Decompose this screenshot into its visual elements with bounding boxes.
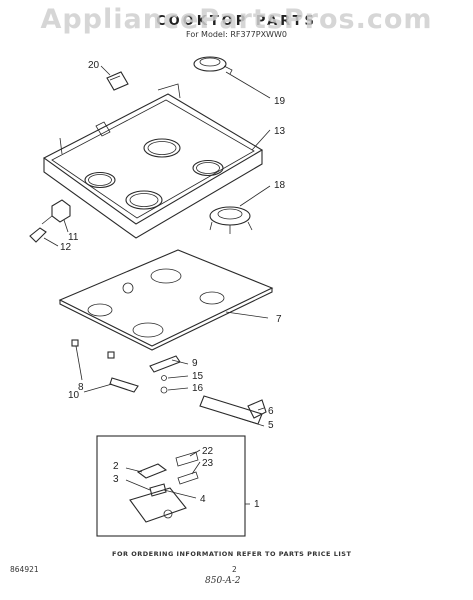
callout-12: 12 bbox=[60, 242, 72, 253]
part-20-shape bbox=[106, 71, 129, 91]
callout-16: 16 bbox=[192, 383, 204, 394]
page-number: 2 bbox=[232, 565, 237, 574]
burner-box-panel bbox=[58, 249, 274, 351]
callout-15: 15 bbox=[192, 371, 204, 382]
handwritten-mark: 850-A-2 bbox=[205, 576, 241, 586]
burner-18-shape bbox=[209, 206, 253, 234]
callout-8: 8 bbox=[78, 382, 84, 393]
callout-22: 22 bbox=[202, 446, 214, 457]
ordering-note: FOR ORDERING INFORMATION REFER TO PARTS … bbox=[112, 550, 352, 558]
callout-19: 19 bbox=[274, 96, 286, 107]
parts-11-12-shape bbox=[29, 199, 71, 243]
callout-labels: 20 19 13 18 11 12 7 9 8 15 16 10 6 5 22 … bbox=[60, 60, 286, 510]
burner-19-shape bbox=[193, 56, 233, 75]
callout-9: 9 bbox=[192, 358, 198, 369]
callout-2: 2 bbox=[113, 461, 119, 472]
model-line: For Model: RF377PXWW0 bbox=[186, 30, 287, 39]
brackets-8-9-10-15-16 bbox=[71, 339, 181, 394]
callout-23: 23 bbox=[202, 458, 214, 469]
callout-7: 7 bbox=[276, 314, 282, 325]
watermark-text: AppliancePartsPros.com bbox=[40, 4, 433, 35]
valve-assembly-inset bbox=[96, 435, 246, 537]
callout-6: 6 bbox=[268, 406, 274, 417]
callout-18: 18 bbox=[274, 180, 286, 191]
leader-lines bbox=[43, 65, 271, 505]
brackets-5-6 bbox=[199, 395, 267, 425]
callout-20: 20 bbox=[88, 60, 100, 71]
diagram-title: COOKTOP PARTS bbox=[156, 14, 317, 29]
callout-13: 13 bbox=[274, 126, 286, 137]
cooktop-panel bbox=[42, 83, 264, 239]
callout-10: 10 bbox=[68, 390, 80, 401]
callout-4: 4 bbox=[200, 494, 206, 505]
callout-1: 1 bbox=[254, 499, 260, 510]
callout-5: 5 bbox=[268, 420, 274, 431]
document-code: 864921 bbox=[10, 565, 39, 574]
callout-11: 11 bbox=[68, 232, 79, 243]
callout-3: 3 bbox=[113, 474, 119, 485]
